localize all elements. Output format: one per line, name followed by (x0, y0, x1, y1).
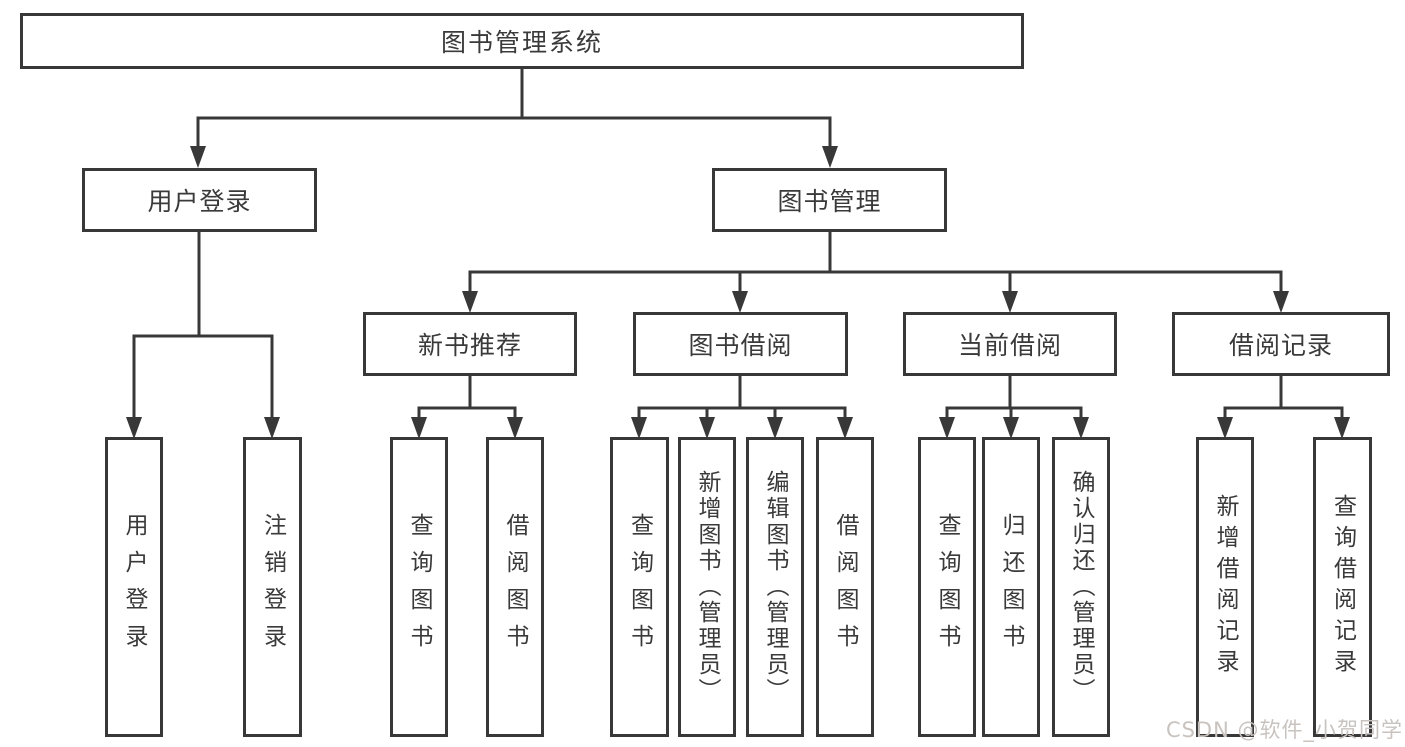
node-book-borrowing: 图书借阅 (633, 312, 848, 376)
node-leaf-confirm-return-admin: 确认归还（管理员） (1052, 437, 1110, 737)
node-user-login: 用户登录 (82, 168, 317, 232)
node-leaf-query-books-borrowing: 查询图书 (610, 437, 669, 737)
connector-lines (132, 69, 1344, 418)
node-leaf-borrow-books: 借阅图书 (816, 437, 874, 737)
node-leaf-query-books-current: 查询图书 (918, 437, 976, 737)
node-leaf-edit-books-admin: 编辑图书（管理员） (746, 437, 804, 737)
node-new-book-recommendation: 新书推荐 (363, 312, 577, 376)
node-leaf-query-borrow-record: 查询借阅记录 (1313, 437, 1372, 737)
node-leaf-add-books-admin: 新增图书（管理员） (678, 437, 736, 737)
node-library-management-system: 图书管理系统 (20, 13, 1024, 69)
csdn-watermark: CSDN @软件_小贺同学 (1165, 718, 1403, 742)
node-leaf-query-books-recommend: 查询图书 (390, 437, 448, 737)
node-borrowing-records: 借阅记录 (1172, 312, 1390, 376)
node-leaf-return-books: 归还图书 (982, 437, 1040, 737)
node-leaf-logout: 注销登录 (243, 437, 302, 737)
node-leaf-user-login: 用户登录 (105, 437, 163, 737)
node-leaf-add-borrow-record: 新增借阅记录 (1196, 437, 1254, 737)
node-current-borrowing: 当前借阅 (903, 312, 1117, 376)
node-book-management: 图书管理 (712, 168, 947, 232)
node-leaf-borrow-books-recommend: 借阅图书 (486, 437, 544, 737)
arrowhead-triangles (126, 146, 1350, 439)
